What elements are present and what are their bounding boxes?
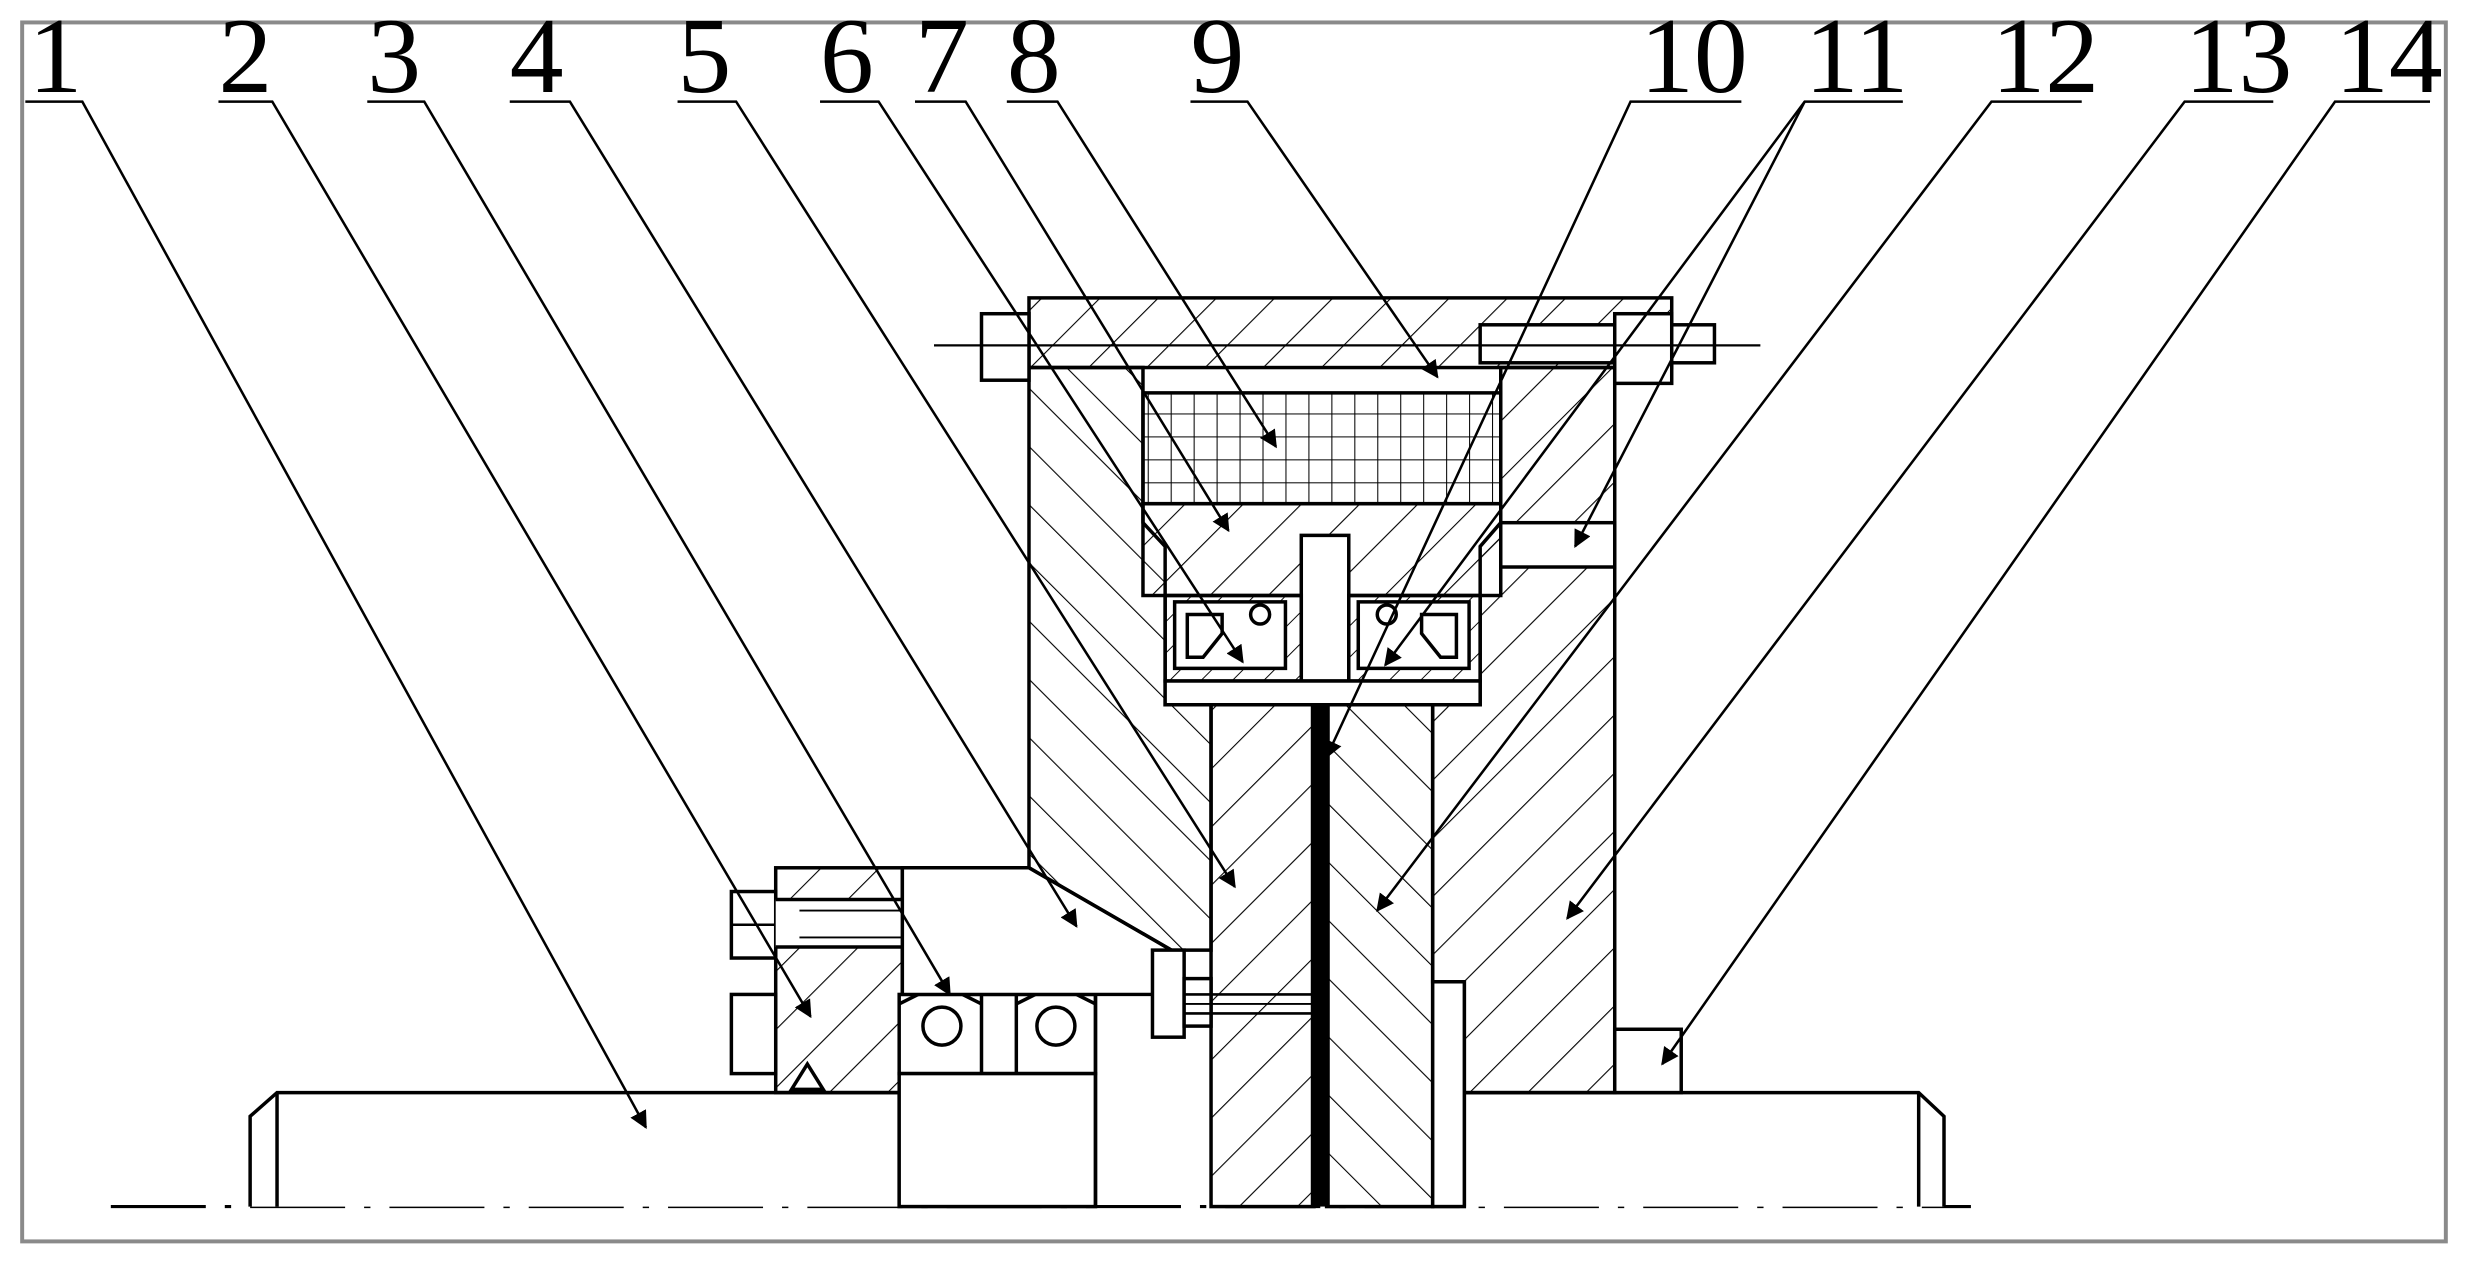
- callout-9: 9: [1190, 0, 1244, 116]
- leader-line-2: [218, 100, 812, 1019]
- leader-line-1: [25, 100, 648, 1129]
- base-shaft: [248, 1090, 1946, 1207]
- callout-7: 7: [915, 0, 969, 116]
- leader-line-8: [1006, 100, 1278, 449]
- center-rod: [1310, 680, 1330, 1207]
- leader-lines: [25, 100, 2431, 1129]
- leader-line-9: [1190, 100, 1439, 379]
- figure-frame: [20, 20, 2448, 1244]
- callout-6: 6: [820, 0, 874, 116]
- leader-line-11b: [1574, 101, 1806, 549]
- callout-2: 2: [218, 0, 272, 116]
- callout-12: 12: [1991, 0, 2099, 116]
- leader-line-13: [1566, 100, 2274, 920]
- callout-4: 4: [510, 0, 564, 116]
- callout-labels: 1 2 3 4 5 6 7 8 9 10 11 12 13 14: [28, 0, 2442, 116]
- leader-line-11: [1384, 100, 1903, 667]
- leader-line-3: [367, 100, 951, 996]
- connector-plate: [1150, 948, 1314, 1039]
- callout-3: 3: [367, 0, 421, 116]
- ball-bearings: [897, 992, 1098, 1209]
- cross-drill: [1499, 520, 1617, 569]
- callout-5: 5: [678, 0, 732, 116]
- coil-winding: [1141, 391, 1503, 506]
- leader-line-6: [820, 100, 1244, 664]
- leader-line-14: [1661, 100, 2431, 1066]
- locating-pin: [1612, 1027, 1683, 1095]
- leader-line-4: [509, 100, 1078, 928]
- callout-10: 10: [1640, 0, 1748, 116]
- leader-line-10: [1325, 100, 1742, 759]
- right-thin-wall: [1430, 980, 1467, 1209]
- leader-line-7: [915, 100, 1230, 533]
- shaft-column-left: [1209, 702, 1316, 1209]
- callout-11: 11: [1805, 0, 1909, 116]
- callout-13: 13: [2185, 0, 2293, 116]
- callout-1: 1: [28, 0, 82, 116]
- leader-line-12: [1376, 100, 2082, 912]
- shaft-column-right: [1324, 702, 1435, 1209]
- callout-14: 14: [2335, 0, 2443, 116]
- callout-8: 8: [1007, 0, 1061, 116]
- leader-line-5: [677, 100, 1236, 889]
